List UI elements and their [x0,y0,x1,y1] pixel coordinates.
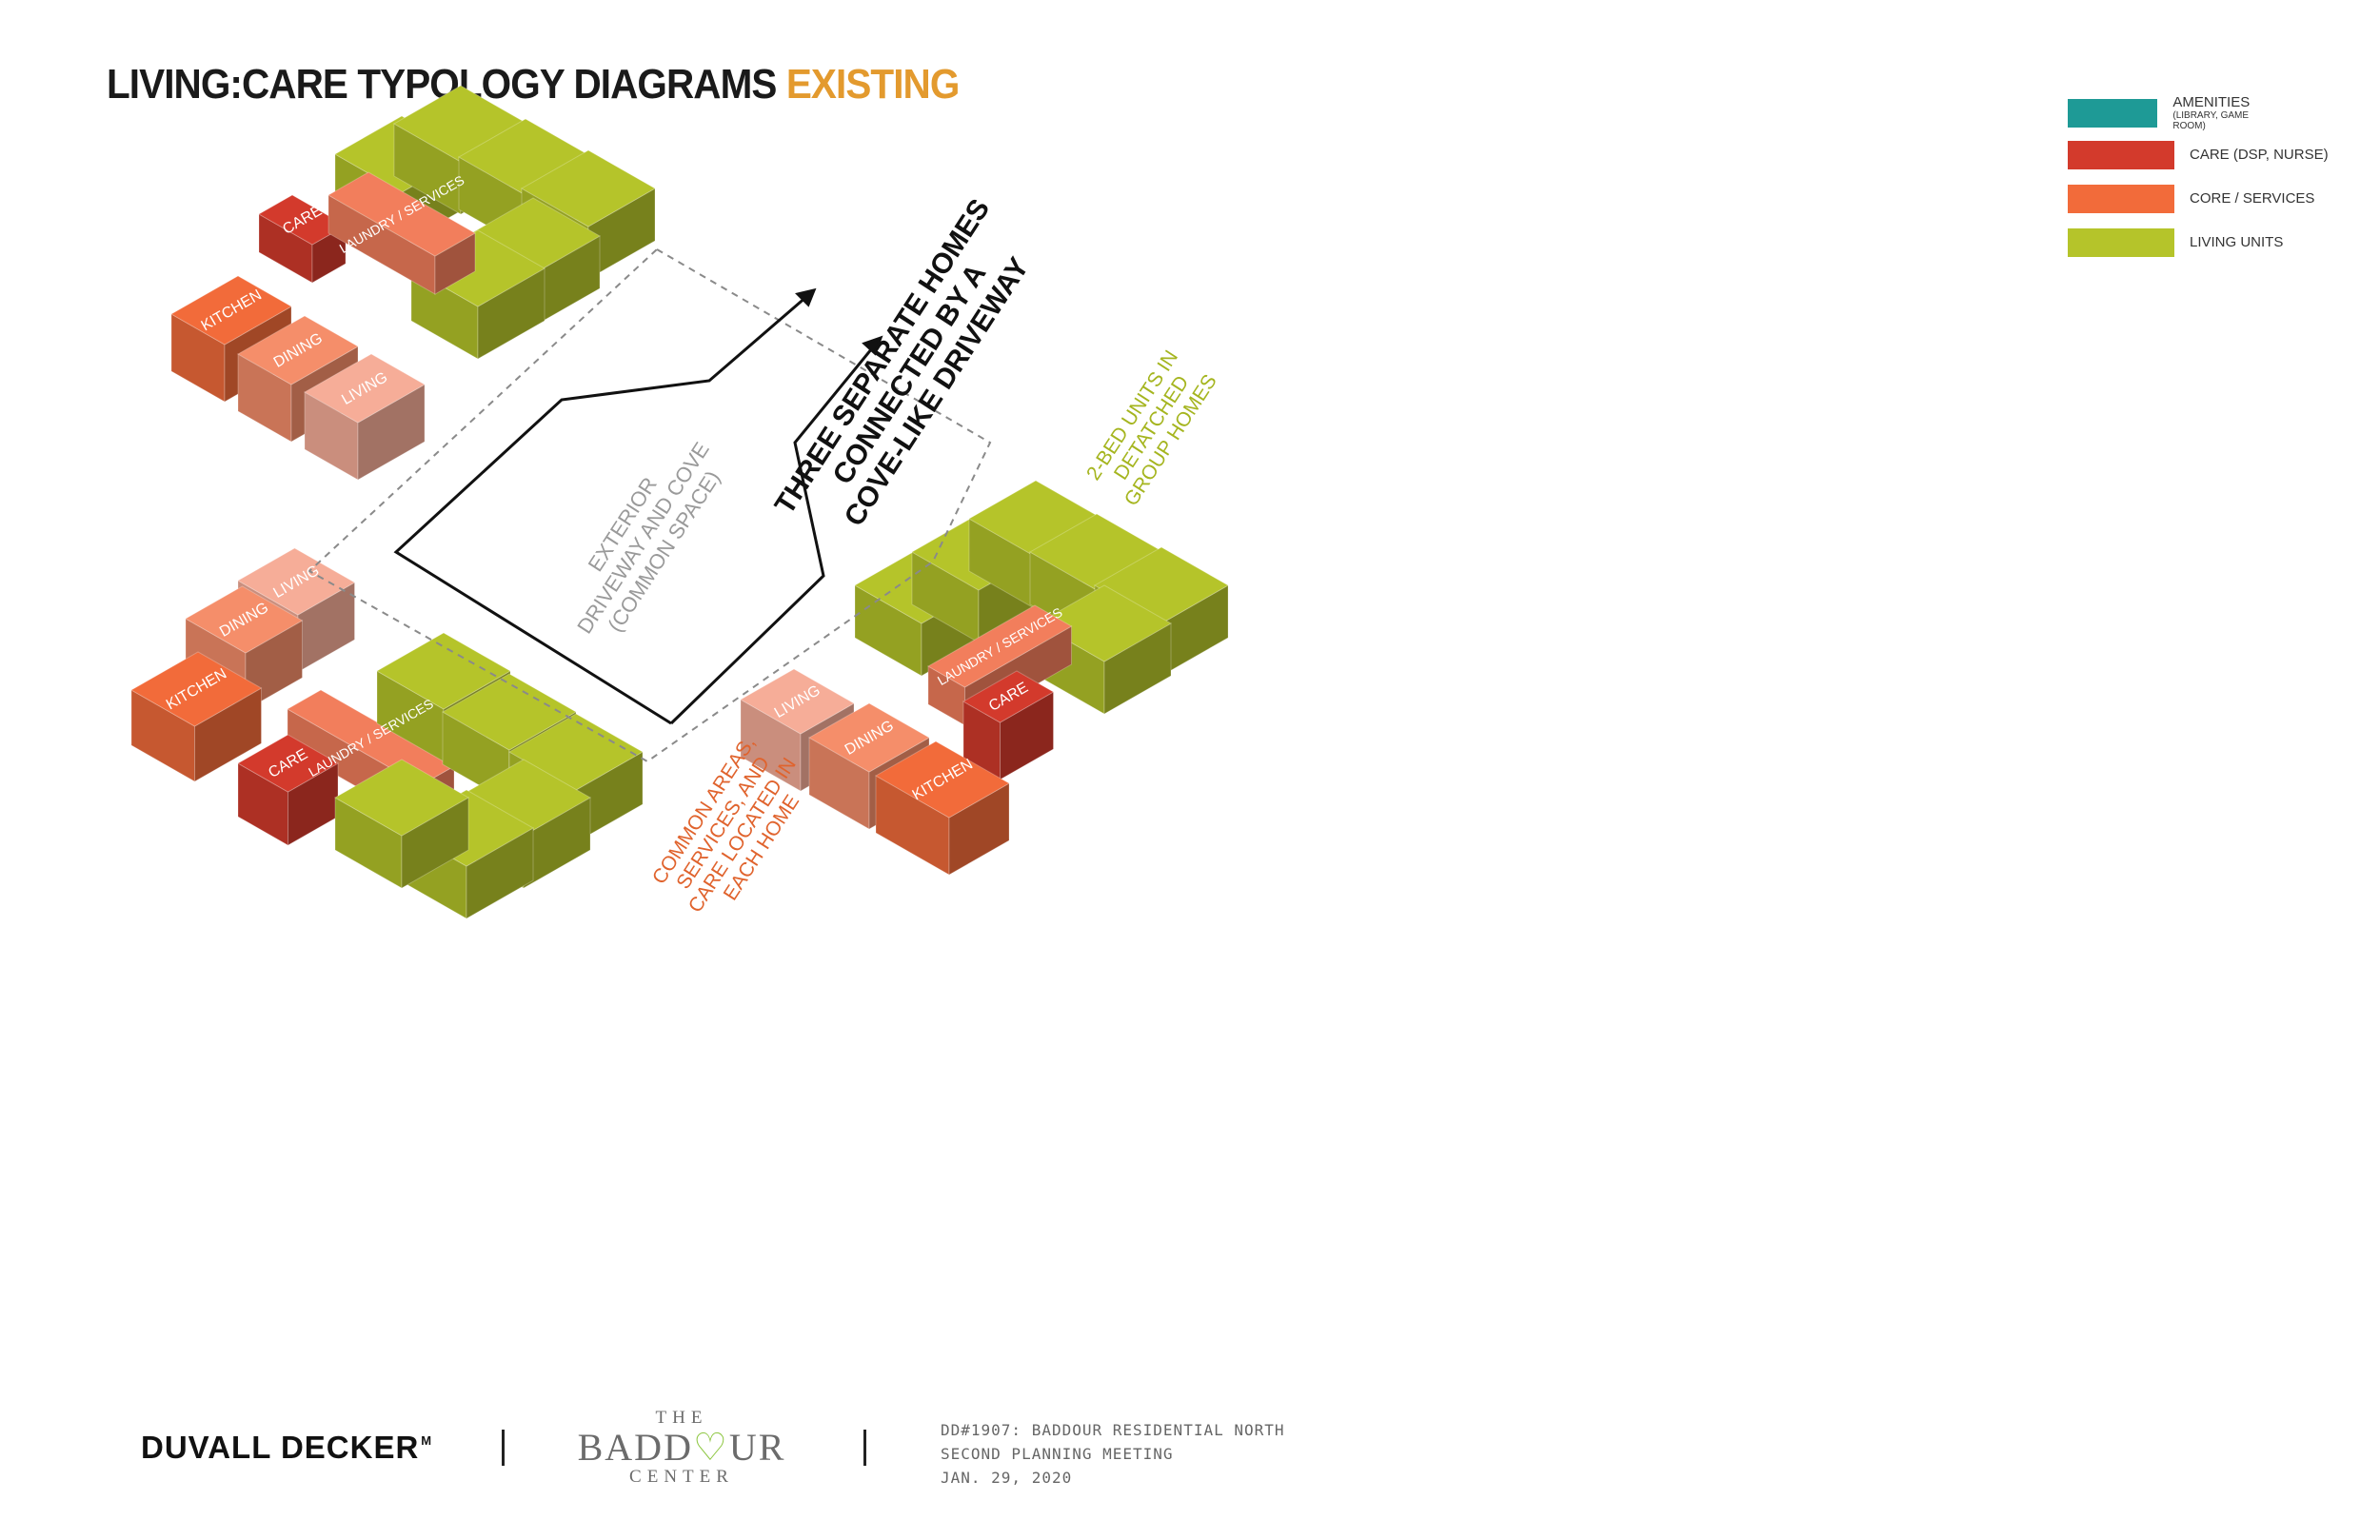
legend-item-amenities: AMENITIES (LIBRARY, GAME ROOM) [2068,95,2267,131]
common-space-label-line: DRIVEWAY AND COVE [572,438,714,638]
common-space-label: EXTERIORDRIVEWAY AND COVE(COMMON SPACE) [551,424,734,651]
driveway-arrow [393,287,883,725]
kitchen-block [129,651,263,782]
logo-name-a: BADD [577,1426,693,1469]
block-right-face [357,384,426,481]
legend-swatch [2068,185,2174,213]
block-top-face [962,670,1055,723]
logo-name-b: UR [728,1426,786,1469]
block-top-face [236,734,340,793]
block-top-face [375,632,512,710]
block-top-face [874,740,1011,819]
legend-item-core-services: CORE / SERVICES [2068,185,2314,213]
legend-item-care: CARE (DSP, NURSE) [2068,141,2329,169]
logo-name: BADD♡UR [567,1428,796,1468]
block-top-face [184,585,304,654]
logo-center: CENTER [629,1467,734,1487]
legend-label: LIVING UNITS [2190,234,2284,250]
block-top-face [520,149,657,227]
block-top-face [236,315,360,385]
block-top-face [807,702,931,773]
kitchen-block [874,740,1011,876]
care-block [962,670,1055,780]
legend-label: AMENITIES [2172,94,2251,110]
units-note: 2-BED UNITS INDETATCHEDGROUP HOMES [1081,346,1220,509]
project-line: SECOND PLANNING MEETING [941,1445,1174,1463]
project-line: JAN. 29, 2020 [941,1469,1073,1487]
legend-sublabel: (LIBRARY, GAME ROOM) [2172,110,2250,131]
legend-label: CORE / SERVICES [2190,190,2315,207]
project-info: DD#1907: BADDOUR RESIDENTIAL NORTH SECON… [941,1418,1285,1490]
block-top-face [303,353,426,424]
care-block [257,194,347,284]
block-top-face [926,604,1073,688]
legend-swatch [2068,99,2158,128]
heart-icon: ♡ [692,1426,729,1469]
legend-label: CARE (DSP, NURSE) [2190,147,2329,163]
block-top-face [169,275,293,346]
block-top-face [129,651,263,727]
block-right-face [1000,691,1054,780]
care-block [236,734,340,846]
block-top-face [327,171,477,257]
block-right-face [477,267,545,360]
firm-name: DUVALL DECKER [141,1430,420,1465]
firm-mark: M [421,1433,433,1448]
footer-divider [863,1430,866,1466]
legend-swatch [2068,141,2174,169]
legend-item-living-units: LIVING UNITS [2068,228,2283,257]
living-block [303,353,426,481]
legend-swatch [2068,228,2174,257]
block-top-face [333,759,470,837]
footer-divider [502,1430,505,1466]
logo-the: THE [655,1408,708,1428]
block-top-face [739,668,856,735]
living-unit-block [333,759,470,889]
block-top-face [441,673,578,751]
baddour-logo: THE BADD♡UR CENTER [567,1409,796,1487]
laundry-block [327,171,477,295]
isometric-blocks [129,85,1230,919]
block-top-face [236,547,356,616]
project-line: DD#1907: BADDOUR RESIDENTIAL NORTH [941,1421,1285,1439]
title-accent: EXISTING [785,61,961,108]
